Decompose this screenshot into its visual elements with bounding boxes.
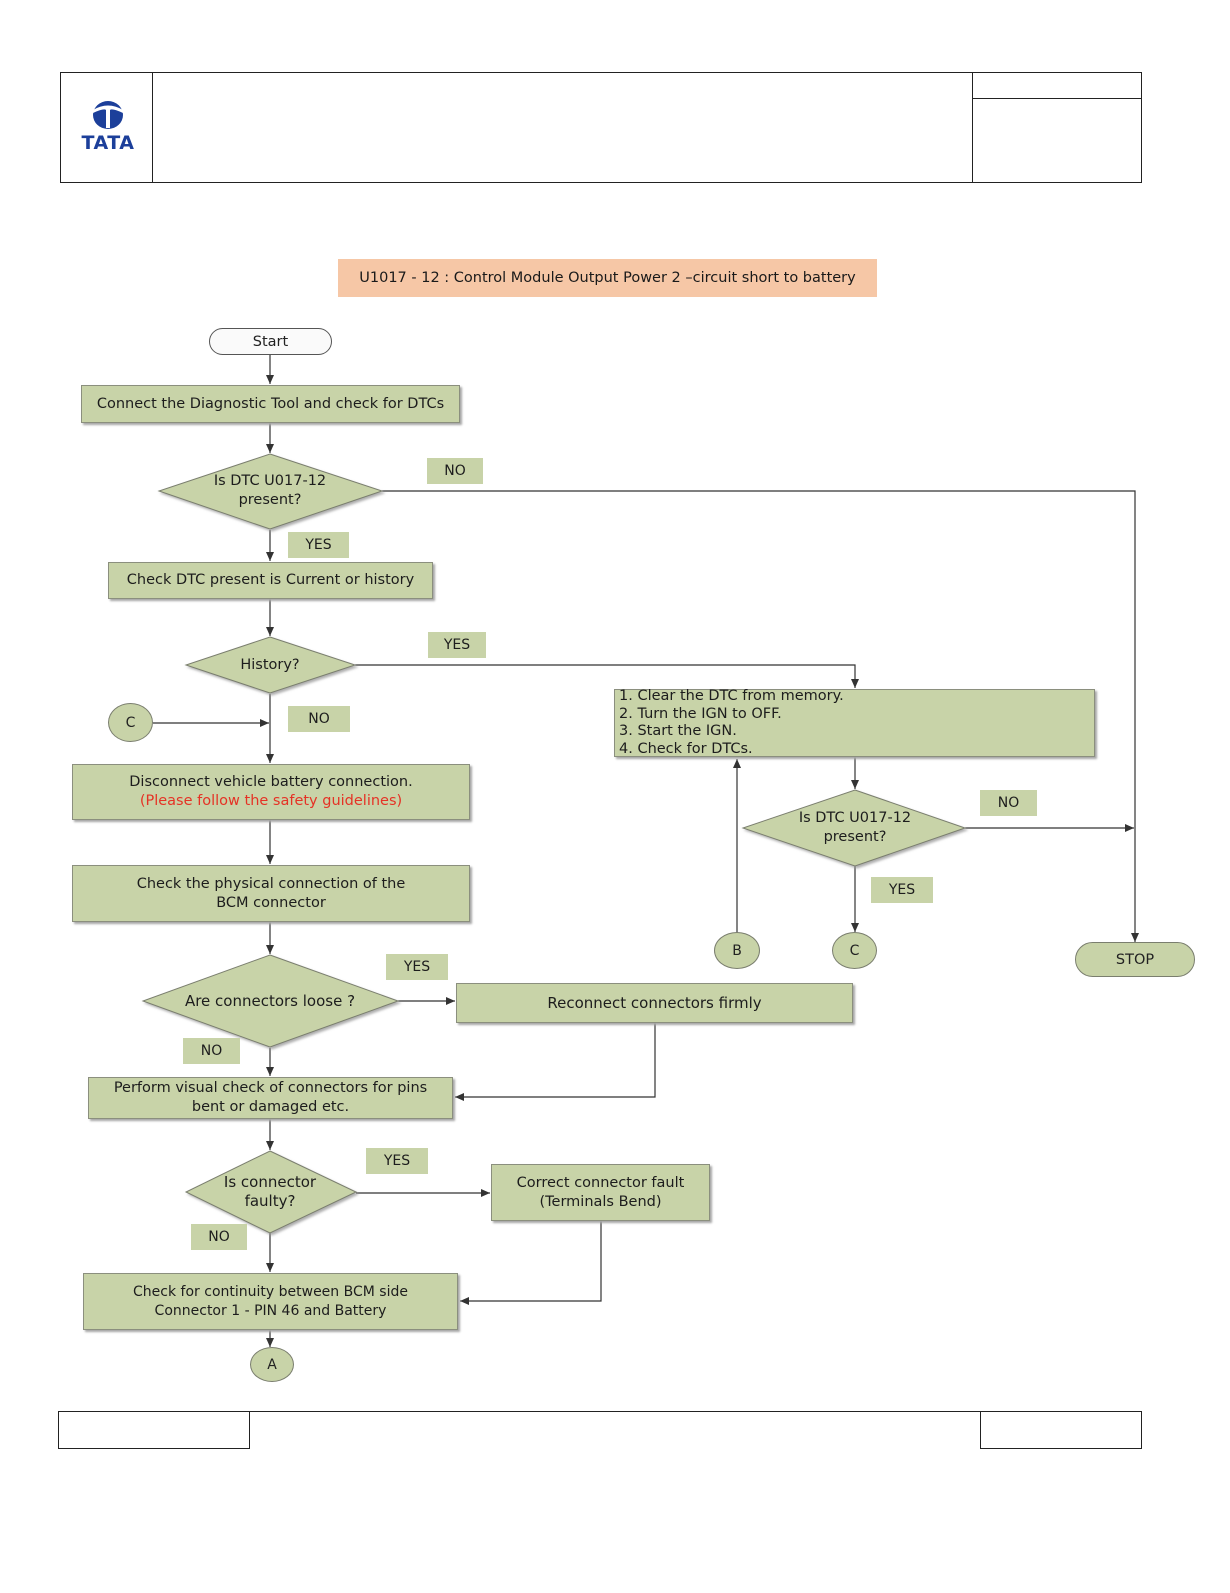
footer-box-right — [980, 1411, 1142, 1449]
decision-dtc-present-2-shape — [741, 789, 967, 867]
label-yes-loose: YES — [386, 954, 448, 980]
connector-c-left: C — [108, 703, 153, 742]
clear-dtc-line-4: 4. Check for DTCs. — [619, 740, 753, 757]
label-yes-history: YES — [428, 632, 486, 658]
label-no-dtc-present: NO — [427, 458, 483, 484]
clear-dtc-line-2: 2. Turn the IGN to OFF. — [619, 705, 782, 722]
label-yes-faulty: YES — [366, 1148, 428, 1174]
decision-faulty-shape — [184, 1150, 358, 1234]
label-no-loose: NO — [183, 1038, 240, 1064]
clear-dtc-line-3: 3. Start the IGN. — [619, 723, 737, 739]
step-clear-dtc: 1. Clear the DTC from memory. 2. Turn th… — [614, 688, 1095, 757]
footer-box-left — [58, 1411, 250, 1449]
clear-dtc-line-1: 1. Clear the DTC from memory. — [619, 688, 844, 704]
start-terminator: Start — [209, 328, 332, 355]
diagram-title: U1017 - 12 : Control Module Output Power… — [338, 259, 877, 297]
footer-line — [250, 1411, 980, 1412]
safety-guideline-text: (Please follow the safety guidelines) — [139, 793, 403, 809]
tata-logo-mark-icon — [93, 101, 123, 129]
decision-history: History? — [240, 656, 300, 673]
label-yes-dtc-present: YES — [288, 532, 349, 558]
label-yes-dtc-present-2: YES — [871, 877, 933, 903]
stop-terminator: STOP — [1075, 942, 1195, 977]
header-divider-right — [972, 72, 973, 183]
connector-c-right: C — [832, 932, 877, 969]
step-connect-tool: Connect the Diagnostic Tool and check fo… — [81, 385, 460, 423]
decision-dtc-present-2: Is DTC U017-12 present? — [798, 810, 912, 845]
tata-logo: TATA — [76, 98, 140, 158]
header-divider-left — [152, 72, 153, 183]
step-correct-fault: Correct connector fault (Terminals Bend) — [491, 1164, 710, 1221]
label-no-history: NO — [288, 706, 350, 732]
step-visual-check: Perform visual check of connectors for p… — [88, 1077, 453, 1119]
label-no-dtc-present-2: NO — [980, 790, 1037, 816]
header-divider-right-row — [972, 98, 1142, 99]
header-frame — [60, 72, 1142, 183]
decision-faulty: Is connector faulty? — [223, 1173, 317, 1210]
step-continuity: Check for continuity between BCM side Co… — [83, 1273, 458, 1330]
tata-logo-wordmark: TATA — [81, 132, 135, 154]
connector-b: B — [714, 932, 760, 969]
decision-history-shape — [184, 636, 357, 694]
decision-dtc-present-shape — [157, 453, 384, 530]
decision-loose-shape — [141, 954, 400, 1048]
step-disconnect-battery: Disconnect vehicle battery connection. (… — [72, 764, 470, 820]
label-no-faulty: NO — [191, 1224, 247, 1250]
decision-dtc-present: Is DTC U017-12 present? — [213, 473, 327, 508]
step-check-current: Check DTC present is Current or history — [108, 562, 433, 599]
step-reconnect: Reconnect connectors firmly — [456, 983, 853, 1023]
connector-a: A — [250, 1347, 294, 1382]
disconnect-battery-text: Disconnect vehicle battery connection. — [129, 774, 413, 790]
decision-loose: Are connectors loose ? — [184, 991, 356, 1010]
step-check-physical: Check the physical connection of the BCM… — [72, 865, 470, 922]
